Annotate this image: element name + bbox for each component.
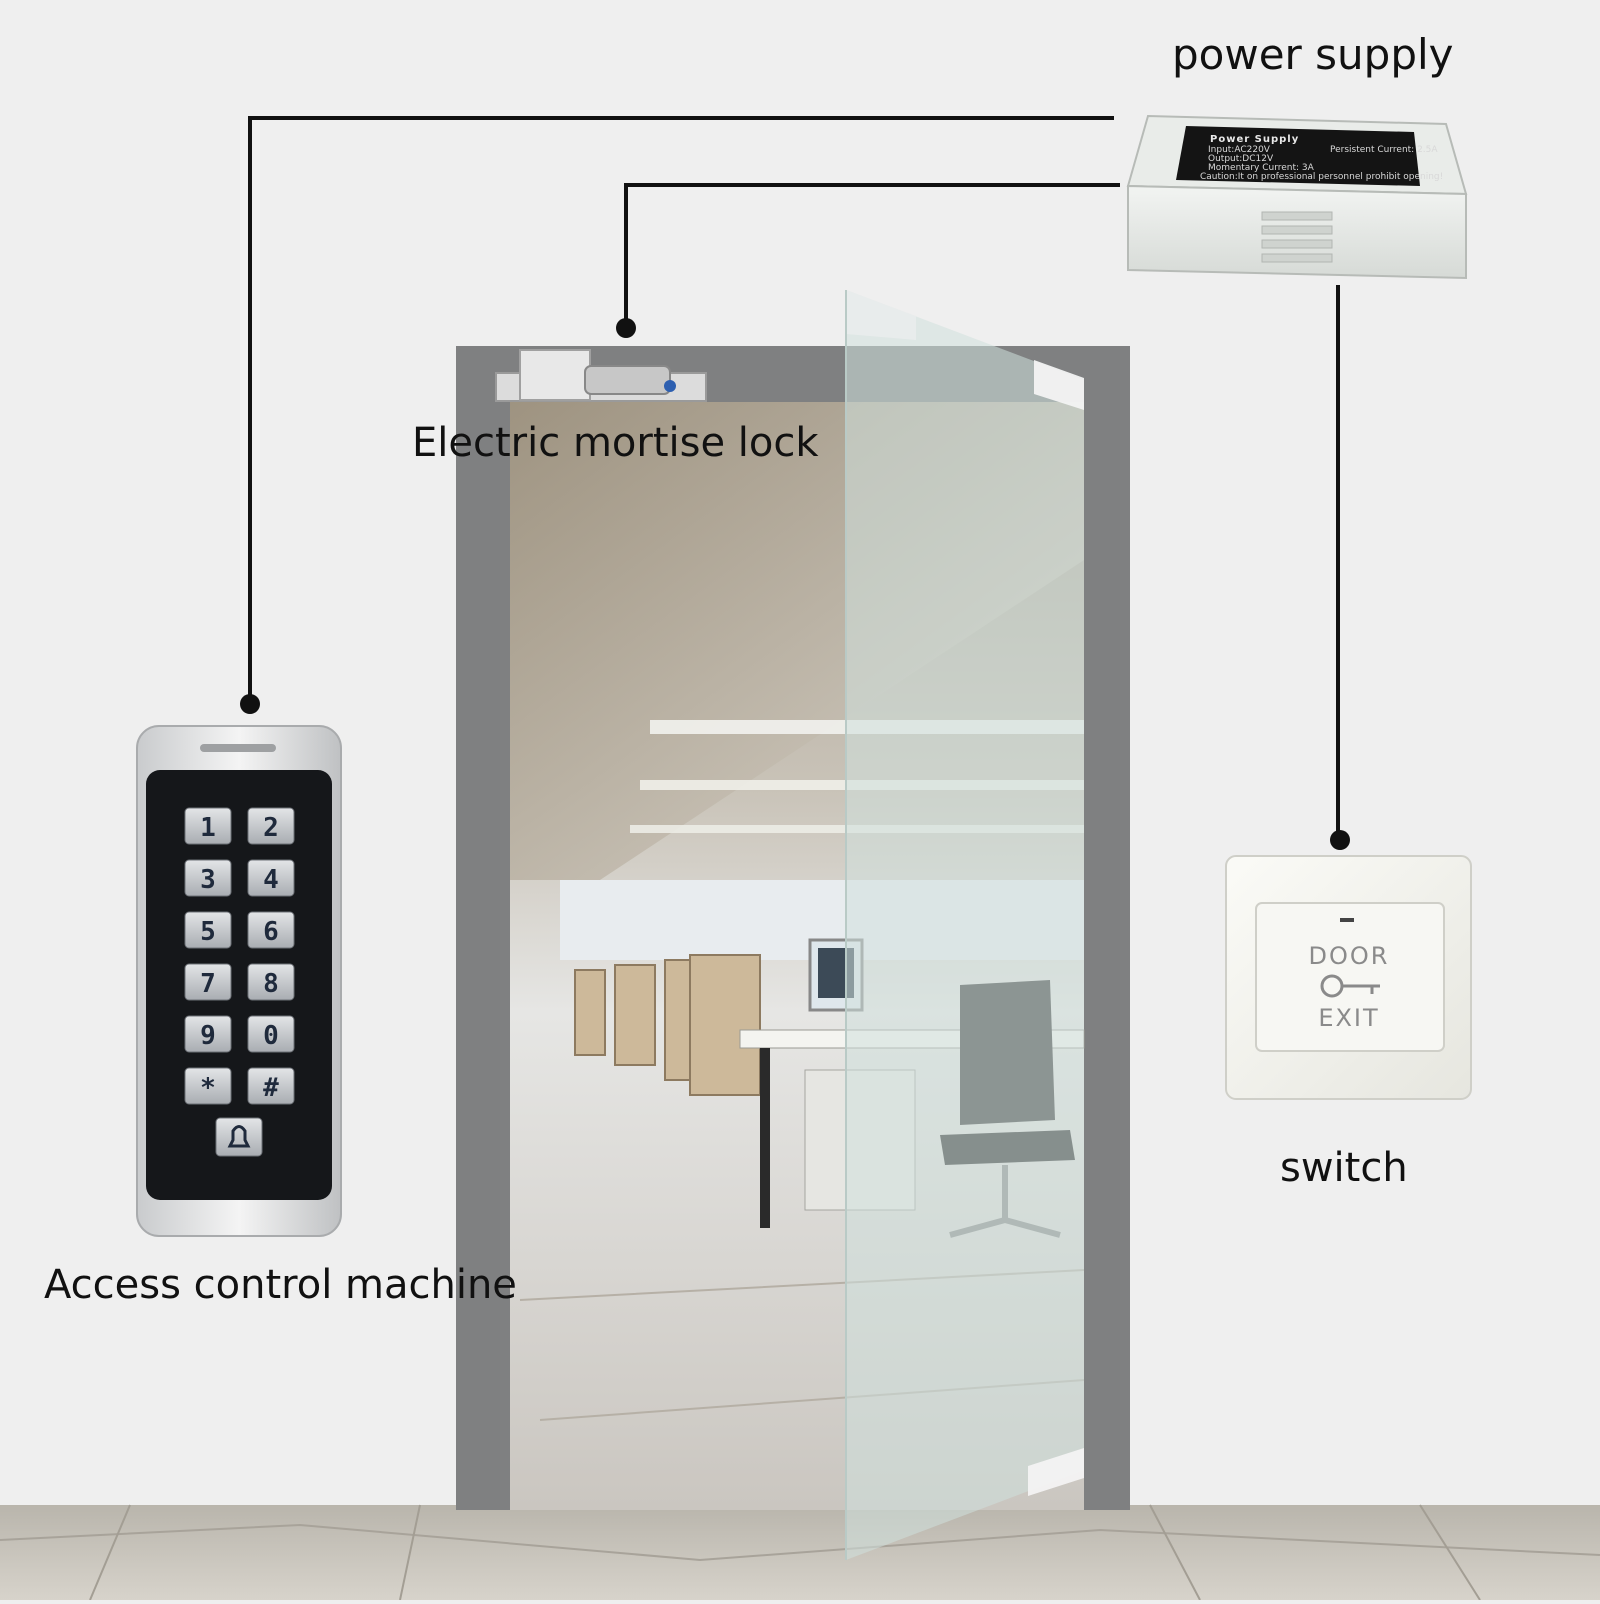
keypad-key-label: 8 <box>263 969 279 999</box>
power-supply-plate-line: Output:DC12V <box>1208 154 1274 164</box>
wiring <box>248 116 1340 838</box>
keypad-key[interactable]: 8 <box>247 963 295 1001</box>
keypad-key[interactable]: # <box>247 1067 295 1105</box>
bell-key[interactable] <box>215 1117 263 1157</box>
keypad-key-label: 6 <box>263 917 279 947</box>
indicator-led <box>1340 918 1354 922</box>
keypad-key[interactable]: 3 <box>184 859 232 897</box>
keypad-key-label: 4 <box>263 865 279 895</box>
power-supply-label: power supply <box>1172 30 1454 79</box>
keypad-key[interactable]: 4 <box>247 859 295 897</box>
power-supply-box: Power Supply Input:AC220V Output:DC12V M… <box>1126 114 1468 280</box>
door-text: DOOR <box>1309 942 1390 970</box>
power-supply-plate-line: Momentary Current: 3A <box>1208 163 1315 173</box>
keypad-key-label: 1 <box>200 813 216 843</box>
keypad-key-label: 7 <box>200 969 216 999</box>
wire-end-lock <box>616 318 636 338</box>
keypad-key[interactable]: 6 <box>247 911 295 949</box>
keypad-keys: 1 2 3 4 5 6 7 8 9 0 * # <box>184 807 295 1105</box>
wire-end-switch <box>1330 830 1350 850</box>
keypad-key-label: 0 <box>263 1021 279 1051</box>
keypad-key-label: 3 <box>200 865 216 895</box>
power-supply-plate-line: Input:AC220V <box>1208 145 1271 155</box>
power-supply-plate-line: Persistent Current: 2.5A <box>1330 145 1438 155</box>
glass-door <box>845 290 1084 1560</box>
keypad-key-label: 2 <box>263 813 279 843</box>
power-supply-vents <box>1261 211 1333 263</box>
keypad-key[interactable]: 5 <box>184 911 232 949</box>
keypad-key[interactable]: 0 <box>247 1015 295 1053</box>
access-control-label: Access control machine <box>44 1262 517 1308</box>
power-supply-plate-title: Power Supply <box>1210 134 1299 145</box>
keypad-key-label: 5 <box>200 917 216 947</box>
power-supply-plate-line: Caution:It on professional personnel pro… <box>1200 172 1443 182</box>
power-supply-label-plate <box>1176 126 1420 186</box>
exit-button[interactable] <box>1255 902 1445 1052</box>
keypad-key[interactable]: 1 <box>184 807 232 845</box>
access-control-keypad: 1 2 3 4 5 6 7 8 9 0 * # <box>136 725 342 1237</box>
bell-icon <box>227 1125 251 1148</box>
electric-mortise-lock <box>495 349 707 402</box>
wire-lock <box>624 183 1120 328</box>
electric-lock-label: Electric mortise lock <box>412 420 819 466</box>
door-exit-switch: DOOR EXIT <box>1225 855 1472 1100</box>
keypad-key[interactable]: 2 <box>247 807 295 845</box>
key-icon <box>1320 974 1380 998</box>
keypad-key[interactable]: 7 <box>184 963 232 1001</box>
floor-tile-lines <box>89 1504 1481 1601</box>
wire-end-keypad <box>240 694 260 714</box>
keypad-key[interactable]: 9 <box>184 1015 232 1053</box>
keypad-key-label: * <box>200 1073 216 1103</box>
floor-marbling <box>0 1523 1600 1562</box>
keypad-key[interactable]: * <box>184 1067 232 1105</box>
wire-keypad <box>248 116 1114 704</box>
exit-text: EXIT <box>1318 1004 1379 1032</box>
switch-label: switch <box>1280 1145 1408 1191</box>
keypad-key-label: # <box>263 1073 279 1103</box>
keypad-key-label: 9 <box>200 1021 216 1051</box>
